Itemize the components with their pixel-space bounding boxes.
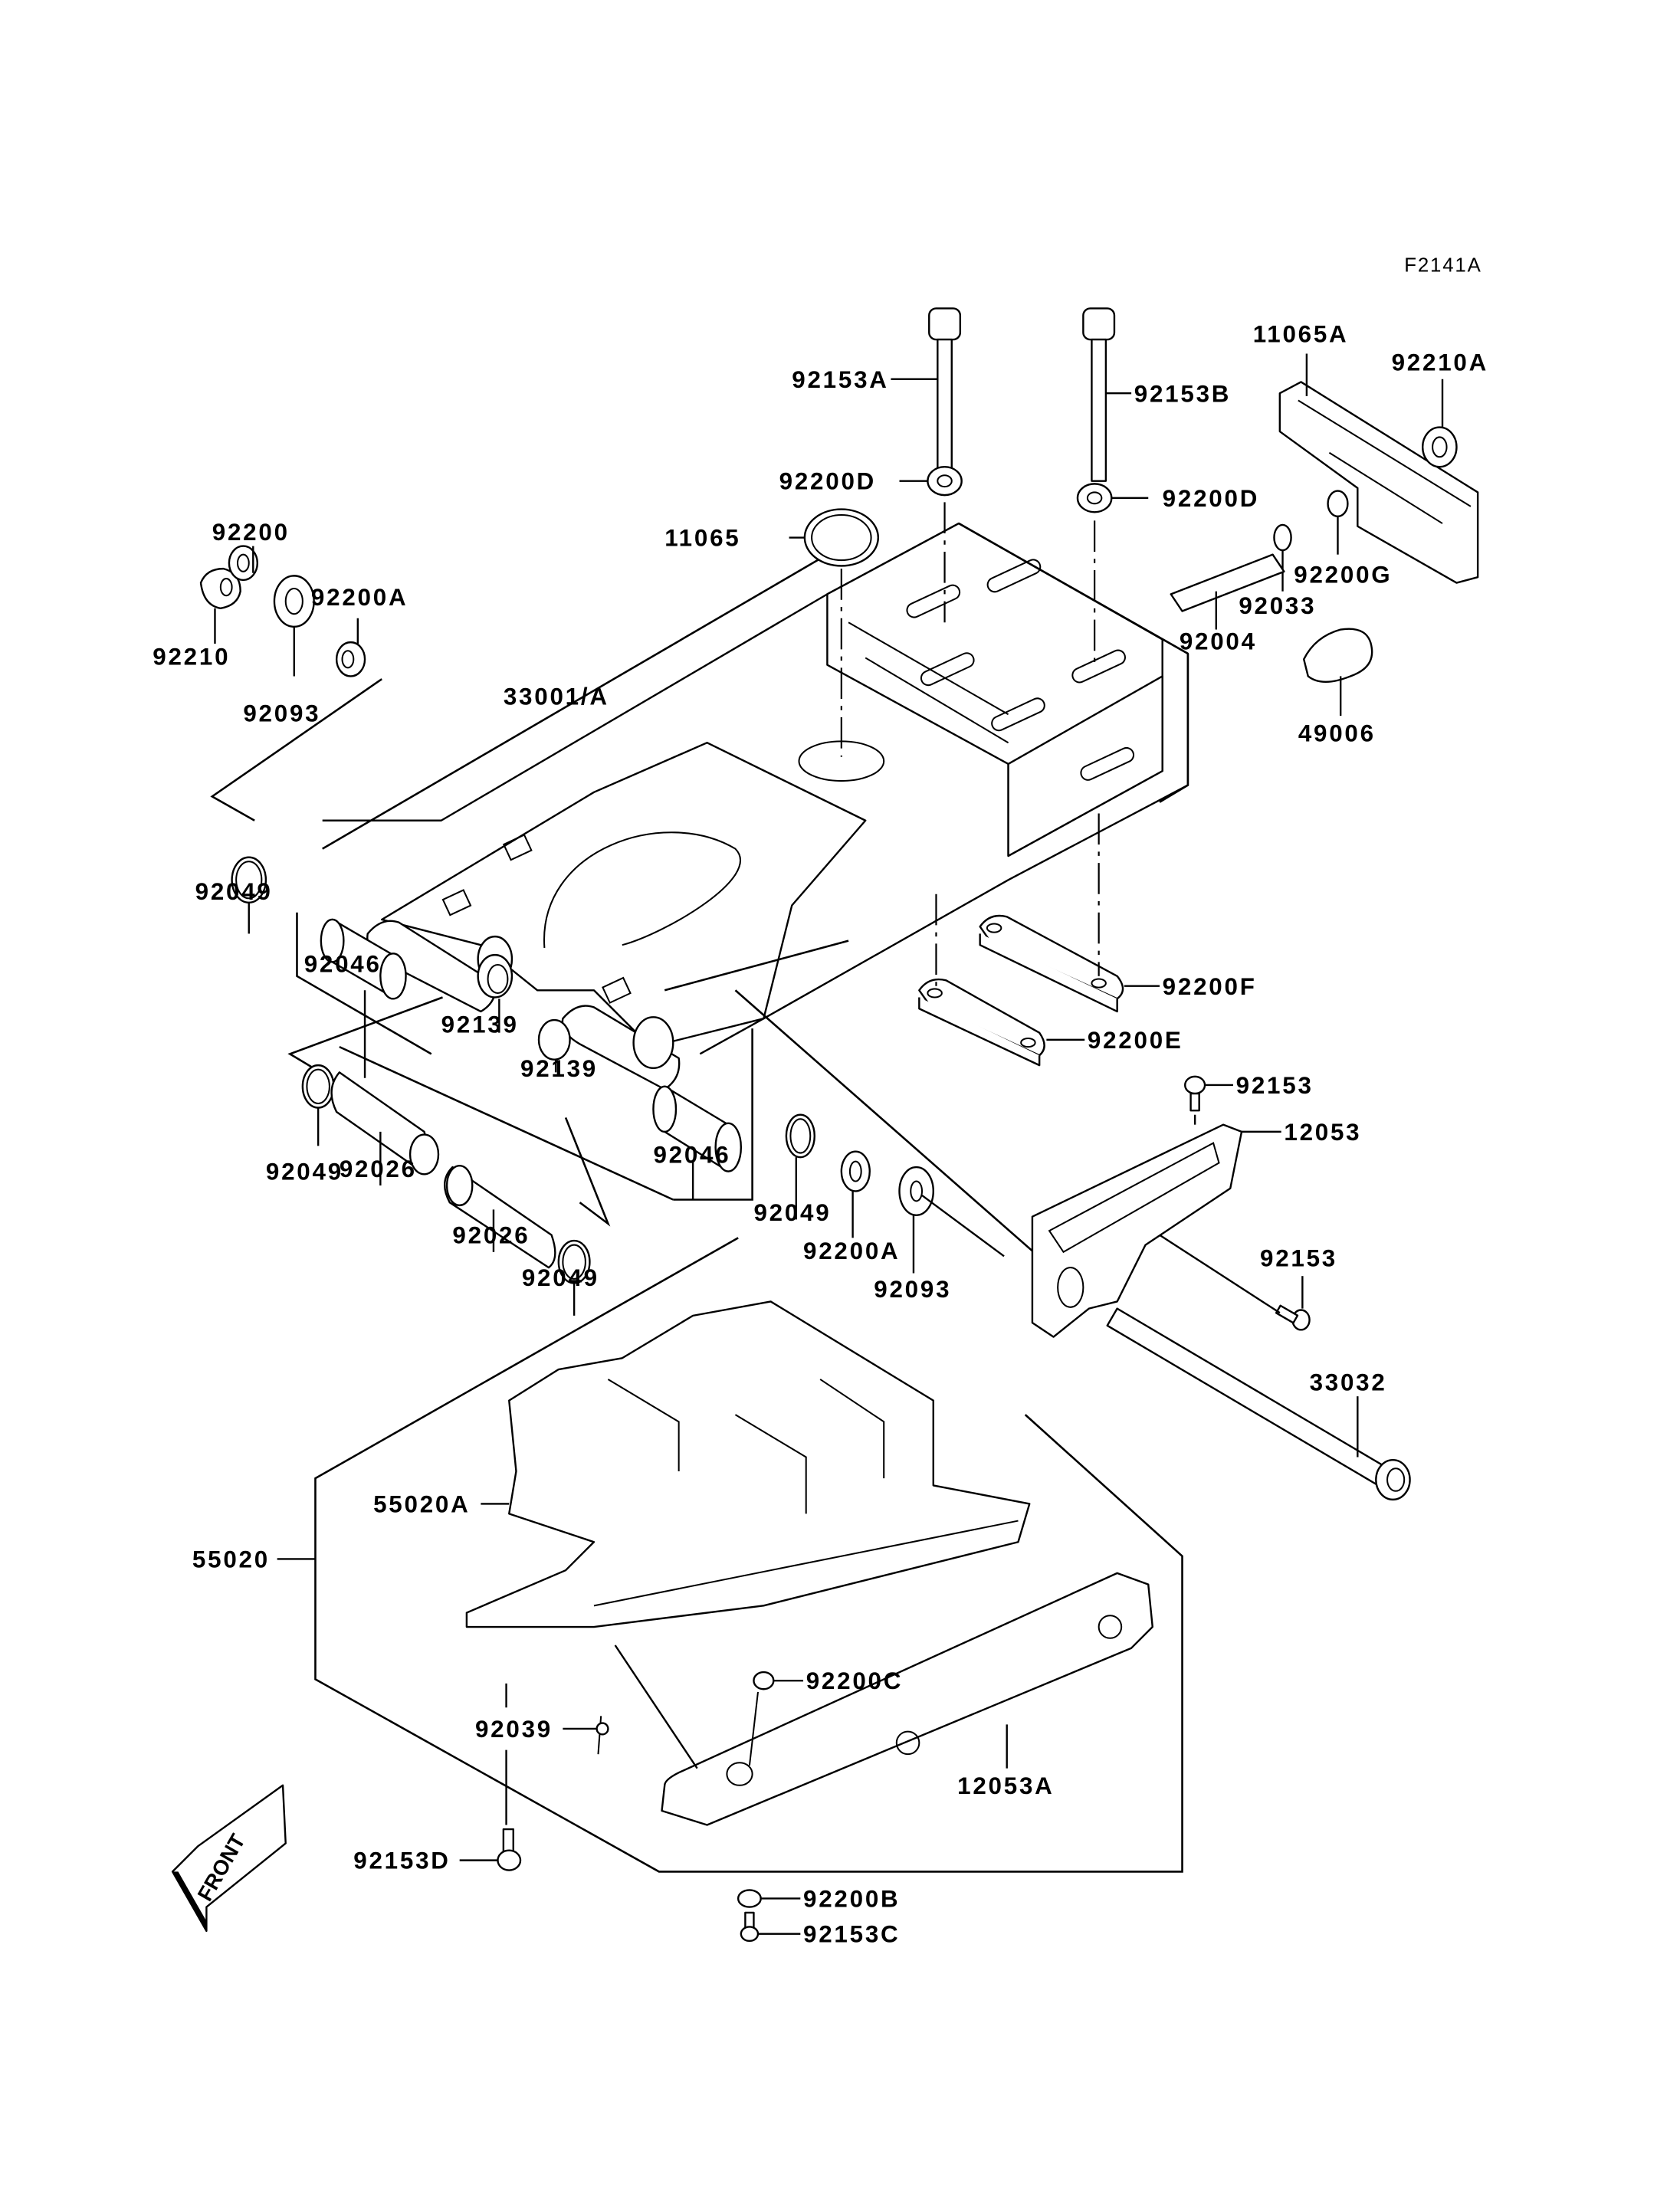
label-92200F[interactable]: 92200F <box>1163 973 1257 1000</box>
bolt-92153A[interactable] <box>891 307 962 482</box>
label-92049-lower-left[interactable]: 92049 <box>266 1159 343 1185</box>
label-92200B[interactable]: 92200B <box>803 1886 900 1913</box>
front-direction-arrow: FRONT <box>171 1784 287 1933</box>
stud-92004[interactable] <box>1170 553 1285 630</box>
seal-92049-lower-center[interactable] <box>557 1239 591 1316</box>
pivot-shaft-33032[interactable] <box>1106 1307 1411 1501</box>
label-92200[interactable]: 92200 <box>212 519 290 546</box>
bolt-92153D[interactable] <box>459 1828 522 1871</box>
label-92200D-left[interactable]: 92200D <box>779 468 876 495</box>
cap-11065[interactable] <box>789 508 880 757</box>
label-55020[interactable]: 55020 <box>192 1546 270 1572</box>
washer-92200B[interactable] <box>737 1889 801 1908</box>
washer-92200D-left[interactable] <box>899 466 963 623</box>
label-92049-lower-center[interactable]: 92049 <box>522 1264 599 1291</box>
label-92039[interactable]: 92039 <box>475 1716 553 1743</box>
figure-reference: F2141A <box>1404 254 1482 276</box>
seal-92093-upper[interactable] <box>273 575 315 677</box>
bolt-92153B[interactable] <box>1082 307 1132 482</box>
nut-92210[interactable] <box>199 567 241 644</box>
swingarm-callout-lines <box>210 522 1189 1264</box>
boot-49006[interactable] <box>1302 628 1373 716</box>
plate-92200F[interactable] <box>979 914 1160 1013</box>
seal-92049-right[interactable] <box>785 1113 815 1220</box>
label-92200C[interactable]: 92200C <box>806 1667 903 1694</box>
sleeve-92026-left[interactable] <box>330 1071 440 1186</box>
seal-92049-lower-left[interactable] <box>301 1064 335 1146</box>
label-33001-A[interactable]: 33001/A <box>504 683 609 710</box>
label-33032[interactable]: 33032 <box>1310 1369 1387 1396</box>
label-92210A[interactable]: 92210A <box>1392 349 1488 376</box>
label-92139-left[interactable]: 92139 <box>441 1012 519 1038</box>
label-55020A[interactable]: 55020A <box>373 1490 470 1517</box>
bolt-92153-upper[interactable] <box>1184 1075 1233 1125</box>
label-11065[interactable]: 11065 <box>664 525 740 552</box>
seal-92093-lower[interactable] <box>898 1166 1005 1274</box>
seal-92049-upper-left[interactable] <box>231 856 267 934</box>
label-12053A[interactable]: 12053A <box>957 1772 1054 1799</box>
label-92200G[interactable]: 92200G <box>1294 562 1392 589</box>
label-92049-right[interactable]: 92049 <box>753 1199 831 1226</box>
rivet-92039[interactable] <box>505 1683 609 1825</box>
label-92153A[interactable]: 92153A <box>792 366 888 393</box>
label-92049-upper-left[interactable]: 92049 <box>195 878 273 905</box>
slider-12053A[interactable] <box>614 1572 1153 1826</box>
bolt-92153-lower[interactable] <box>1159 1234 1311 1331</box>
label-92033[interactable]: 92033 <box>1239 592 1316 619</box>
label-92139-right[interactable]: 92139 <box>520 1055 598 1082</box>
label-92200E[interactable]: 92200E <box>1088 1027 1183 1054</box>
label-92093-lower[interactable]: 92093 <box>874 1276 951 1303</box>
sleeve-92026-right[interactable] <box>444 1164 556 1269</box>
label-92153-lower[interactable]: 92153 <box>1260 1244 1337 1271</box>
washer-92200G[interactable] <box>1327 490 1349 555</box>
label-92026-left[interactable]: 92026 <box>340 1156 417 1182</box>
label-92210[interactable]: 92210 <box>153 644 230 671</box>
swingarm-drawing <box>322 522 1189 1090</box>
label-92200A-lower[interactable]: 92200A <box>803 1238 900 1264</box>
rail-11065A[interactable] <box>1278 353 1479 584</box>
chain-guide-12053[interactable] <box>1031 1123 1281 1338</box>
circlip-92033[interactable] <box>1273 523 1292 592</box>
guard-55020A[interactable] <box>465 1300 1031 1628</box>
label-92026-right[interactable]: 92026 <box>452 1222 530 1249</box>
label-92153B[interactable]: 92153B <box>1134 380 1231 407</box>
washer-92200A-lower[interactable] <box>840 1150 871 1238</box>
label-92046-left[interactable]: 92046 <box>304 950 382 977</box>
label-92153C[interactable]: 92153C <box>803 1921 900 1948</box>
label-11065A[interactable]: 11065A <box>1253 321 1349 348</box>
label-92004[interactable]: 92004 <box>1180 628 1257 654</box>
label-92153-upper[interactable]: 92153 <box>1236 1072 1314 1099</box>
bolt-92153C[interactable] <box>740 1911 801 1943</box>
label-92200D-right[interactable]: 92200D <box>1163 485 1259 512</box>
washer-92200C[interactable] <box>748 1671 804 1766</box>
guard-group-outline <box>277 1237 1183 1873</box>
label-92153D[interactable]: 92153D <box>353 1848 450 1874</box>
part-labels: 92153A 92153B 11065A 92210A 92200D 92200… <box>153 321 1488 1948</box>
bushing-92139-left[interactable] <box>477 953 514 1033</box>
label-92093-upper[interactable]: 92093 <box>243 700 320 727</box>
label-92200A-upper[interactable]: 92200A <box>311 584 408 611</box>
label-12053[interactable]: 12053 <box>1284 1119 1361 1146</box>
bushing-92139-right[interactable] <box>537 1018 571 1073</box>
bearing-92046-left[interactable] <box>320 918 407 1078</box>
washer-92200D-right[interactable] <box>1076 483 1149 665</box>
bearing-92046-right[interactable] <box>652 1085 743 1200</box>
nut-92210A[interactable] <box>1421 379 1458 468</box>
washer-92200A-upper[interactable] <box>335 618 366 677</box>
washer-92200[interactable] <box>228 545 259 582</box>
plate-92200E[interactable] <box>918 813 1100 1067</box>
label-92046-right[interactable]: 92046 <box>653 1141 730 1168</box>
label-49006[interactable]: 49006 <box>1298 720 1376 746</box>
